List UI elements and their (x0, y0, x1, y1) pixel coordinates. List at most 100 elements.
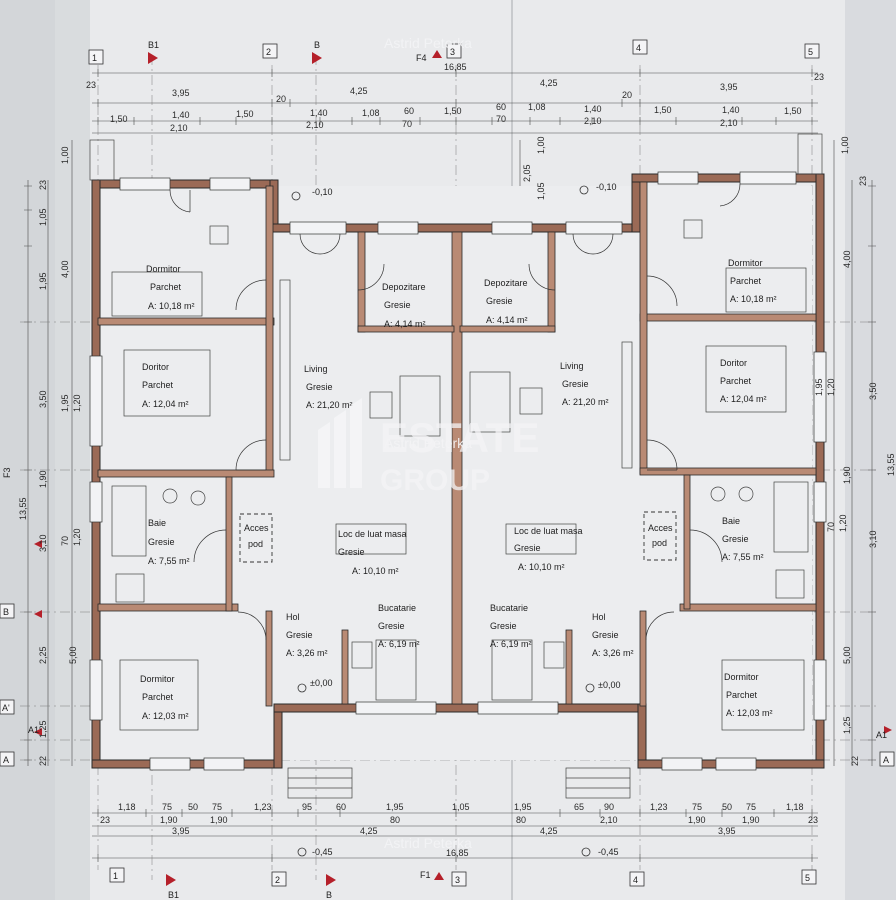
room-acces-pod-right: Acces pod (648, 523, 673, 548)
axis-mark-b1-top: B1 (148, 40, 159, 50)
axis-bottom-5: 5 (805, 873, 810, 883)
dim: 1,90 (742, 815, 760, 825)
room-name: Depozitare (382, 282, 426, 292)
dim: 1,95 (60, 394, 70, 412)
axis-bubbles (0, 39, 895, 887)
room-name: Living (560, 361, 584, 371)
room-name: Dormitor (146, 264, 181, 274)
room-area: A: 12,03 m² (142, 711, 189, 721)
room-finish: Parchet (142, 692, 174, 702)
room-area: A: 4,14 m² (486, 315, 528, 325)
room-baie-right: Baie Gresie A: 7,55 m² (722, 516, 764, 562)
door-swings (169, 183, 741, 641)
axis-top-1: 1 (92, 53, 97, 63)
dim: 75 (746, 802, 756, 812)
axis-top-2: 2 (266, 47, 271, 57)
room-dormitor-ul: Dormitor Parchet A: 10,18 m² (146, 264, 195, 311)
dim: 5,00 (842, 646, 852, 664)
dim: 3,10 (868, 530, 878, 548)
dim: 13,55 (886, 453, 896, 476)
axis-bottom-2: 2 (275, 875, 280, 885)
dim: 1,95 (814, 378, 824, 396)
attic-access-hatches (239, 511, 677, 563)
dim: 3,95 (172, 826, 190, 836)
dim: 5,00 (68, 646, 78, 664)
dim: 60 (404, 106, 414, 116)
room-depozitare-right: Depozitare Gresie A: 4,14 m² (484, 278, 528, 325)
dim: 1,90 (842, 466, 852, 484)
dim: 1,20 (72, 394, 82, 412)
room-area: A: 3,26 m² (592, 648, 634, 658)
room-area: A: 10,10 m² (518, 562, 565, 572)
room-name: Doritor (142, 362, 169, 372)
dim: 1,18 (786, 802, 804, 812)
dim: 1,08 (528, 102, 546, 112)
dim: 1,90 (210, 815, 228, 825)
dim: 50 (188, 802, 198, 812)
dim: 75 (162, 802, 172, 812)
dim: 23 (814, 72, 824, 82)
axis-mark-b-top: B (314, 40, 320, 50)
entry-steps (89, 133, 823, 799)
dim: 1,25 (38, 720, 48, 738)
room-finish: Gresie (722, 534, 749, 544)
dim: 1,90 (688, 815, 706, 825)
level-upper-left: -0,10 (312, 187, 333, 197)
watermark-top: Astrid Peterka (384, 35, 472, 51)
room-hol-right: Hol Gresie A: 3,26 m² (592, 612, 634, 658)
dim: 22 (850, 756, 860, 766)
room-doritor-ul: Doritor Parchet A: 12,04 m² (142, 362, 189, 409)
room-name: Dormitor (724, 672, 759, 682)
dim: 2,10 (720, 118, 738, 128)
dim: 1,50 (444, 106, 462, 116)
dim: 20 (622, 90, 632, 100)
room-name: Loc de luat masa (514, 526, 583, 536)
dimension-lines (27, 72, 873, 859)
dim: 3,10 (38, 534, 48, 552)
room-finish: Gresie (384, 300, 411, 310)
dim: 65 (574, 802, 584, 812)
axis-top-4: 4 (636, 43, 641, 53)
dim: 13,55 (18, 497, 28, 520)
dim: 4,00 (842, 250, 852, 268)
dim: 1,05 (536, 182, 546, 200)
dim: 1,20 (838, 514, 848, 532)
room-name: Hol (592, 612, 606, 622)
dim: 23 (38, 180, 48, 190)
room-hol-left: Hol Gresie A: 3,26 m² (286, 612, 328, 658)
axis-bottom-4: 4 (633, 875, 638, 885)
room-dormitor-lr: Dormitor Parchet A: 12,03 m² (724, 672, 773, 718)
room-area: A: 3,26 m² (286, 648, 328, 658)
dim: 4,25 (540, 78, 558, 88)
paper-shadow-left (0, 0, 90, 900)
dim: 1,40 (584, 104, 602, 114)
room-finish: Parchet (150, 282, 182, 292)
room-doritor-ur: Doritor Parchet A: 12,04 m² (720, 358, 767, 404)
level-upper-right: -0,10 (596, 182, 617, 192)
watermark-brand-line1: ESTATE (380, 414, 539, 461)
dim: 1,95 (514, 802, 532, 812)
dim: 23 (808, 815, 818, 825)
room-name: Acces (648, 523, 673, 533)
room-dormitor-ll: Dormitor Parchet A: 12,03 m² (140, 674, 189, 721)
dim: 80 (390, 815, 400, 825)
room-name: Baie (148, 518, 166, 528)
axis-top-3: 3 (450, 47, 455, 57)
room-area: A: 7,55 m² (148, 556, 190, 566)
axis-left-b: B (3, 607, 9, 617)
room-name: Hol (286, 612, 300, 622)
axis-left-a: A (3, 755, 9, 765)
dim: 70 (826, 522, 836, 532)
dim: 4,00 (60, 260, 70, 278)
room-name: Baie (722, 516, 740, 526)
room-finish: pod (652, 538, 667, 548)
axis-bottom-3: 3 (455, 875, 460, 885)
room-finish: Gresie (306, 382, 333, 392)
dim: 50 (722, 802, 732, 812)
room-depozitare-left: Depozitare Gresie A: 4,14 m² (382, 282, 426, 329)
room-area: A: 7,55 m² (722, 552, 764, 562)
room-finish: Gresie (562, 379, 589, 389)
dim: 1,05 (38, 208, 48, 226)
level-lower-left: -0,45 (312, 847, 333, 857)
room-finish: Parchet (726, 690, 758, 700)
